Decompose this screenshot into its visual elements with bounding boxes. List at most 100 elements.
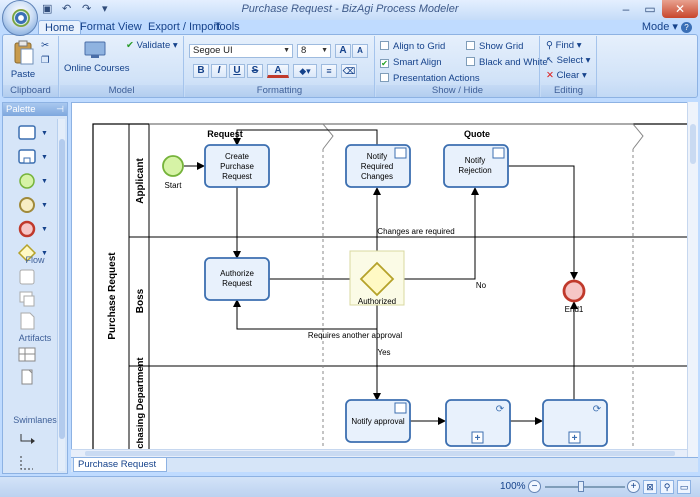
pin-icon[interactable]: ⊣ xyxy=(56,104,64,114)
message-flow-icon[interactable] xyxy=(17,289,37,309)
task-notify-rejection[interactable] xyxy=(443,144,509,188)
subprocess-1[interactable] xyxy=(445,399,511,447)
smart-align-checkbox[interactable]: ✔Smart Align xyxy=(380,57,442,68)
tab-tools[interactable]: Tools xyxy=(214,21,240,33)
tab-home[interactable]: Home xyxy=(38,20,82,35)
select-button[interactable]: ↖ Select ▾ xyxy=(546,55,591,66)
save-icon[interactable]: ▣ xyxy=(42,3,53,15)
lane-label-purchasing: Purchasing Department xyxy=(135,357,146,457)
scrollbar-thumb[interactable] xyxy=(690,124,696,164)
presentation-actions-checkbox[interactable]: Presentation Actions xyxy=(380,73,480,84)
paste-button[interactable]: Paste xyxy=(9,40,37,86)
online-courses-button[interactable]: Online Courses xyxy=(64,40,130,74)
zoom-tool-icon[interactable]: ⚲ xyxy=(660,480,674,494)
show-grid-checkbox[interactable]: Show Grid xyxy=(466,41,523,52)
start-event[interactable] xyxy=(162,155,184,177)
cut-icon[interactable]: ✂ xyxy=(41,40,49,51)
start-event-icon[interactable] xyxy=(17,171,37,191)
sheet-tab-purchase-request[interactable]: Purchase Request xyxy=(73,458,168,472)
zoom-out-icon[interactable]: − xyxy=(528,480,541,493)
task-shape-icon[interactable] xyxy=(17,123,37,143)
close-icon[interactable]: ✕ xyxy=(662,0,698,18)
flow-gateway-rejection[interactable] xyxy=(393,187,479,280)
task-create-purchase-request[interactable] xyxy=(204,144,270,188)
flow-changes-create[interactable] xyxy=(233,129,378,146)
find-button[interactable]: ⚲ Find ▾ xyxy=(546,40,582,51)
chevron-down-icon[interactable]: ▼ xyxy=(41,226,48,233)
strikethrough-button[interactable]: S xyxy=(247,64,263,78)
model-group: Online Courses ✔ Validate ▾ Model xyxy=(60,36,184,97)
chevron-down-icon[interactable]: ▼ xyxy=(41,130,48,137)
undo-icon[interactable]: ↶ xyxy=(62,3,72,15)
flow-rejection-end[interactable] xyxy=(507,165,578,280)
copy-icon[interactable]: ❐ xyxy=(41,55,50,66)
palette-scrollbar[interactable] xyxy=(57,119,65,471)
font-color-button[interactable]: A xyxy=(267,64,289,78)
underline-button[interactable]: U xyxy=(229,64,245,78)
canvas-horizontal-scrollbar[interactable] xyxy=(71,449,687,457)
end-event-icon[interactable] xyxy=(17,219,37,239)
font-size-select[interactable]: 8▼ xyxy=(297,44,331,58)
phase-label-quote: Quote xyxy=(464,129,490,139)
chevron-down-icon[interactable]: ▼ xyxy=(41,154,48,161)
expand-icon[interactable] xyxy=(568,431,581,444)
black-and-white-checkbox[interactable]: Black and White xyxy=(466,57,548,68)
diagram-canvas[interactable]: Purchase Request Applicant Boss Purchasi… xyxy=(71,102,698,457)
milestone-icon[interactable] xyxy=(17,453,37,473)
task-authorize-request[interactable] xyxy=(204,257,270,301)
zoom-slider-thumb[interactable] xyxy=(578,481,584,492)
italic-button[interactable]: I xyxy=(211,64,227,78)
gateway-authorized[interactable] xyxy=(359,261,395,297)
font-size-value: 8 xyxy=(301,45,307,56)
canvas-vertical-scrollbar[interactable] xyxy=(687,102,698,457)
user-task-icon xyxy=(394,402,407,414)
redo-icon[interactable]: ↷ xyxy=(82,3,92,15)
scrollbar-thumb[interactable] xyxy=(59,139,65,439)
fit-page-icon[interactable]: ⊠ xyxy=(643,480,657,494)
maximize-icon[interactable]: ▭ xyxy=(644,2,656,16)
subprocess-shape-icon[interactable] xyxy=(17,147,37,167)
align-to-grid-checkbox[interactable]: Align to Grid xyxy=(380,41,445,52)
text-annotation-icon[interactable] xyxy=(17,367,37,387)
tab-view[interactable]: View xyxy=(118,21,142,33)
data-object-icon[interactable] xyxy=(17,345,37,365)
palette-panel: Palette⊣ ▼ ▼ ▼ ▼ ▼ ▼ Flow Artifacts Swim… xyxy=(2,102,68,474)
task-notify-approval[interactable] xyxy=(345,399,411,443)
mode-menu[interactable]: Mode ▾ ? xyxy=(642,20,692,34)
association-icon[interactable] xyxy=(17,311,37,331)
zoom-in-icon[interactable]: + xyxy=(627,480,640,493)
fill-color-button[interactable]: ◆▾ xyxy=(293,64,317,78)
clear-button[interactable]: ✕ Clear ▾ xyxy=(546,70,587,81)
minimize-icon[interactable]: – xyxy=(622,2,630,16)
end-event[interactable] xyxy=(562,279,586,303)
scrollbar-thumb[interactable] xyxy=(85,451,675,456)
sequence-flow-icon[interactable] xyxy=(17,267,37,287)
chevron-down-icon[interactable]: ▼ xyxy=(41,250,48,257)
expand-icon[interactable] xyxy=(471,431,484,444)
presentation-icon[interactable]: ▭ xyxy=(677,480,691,494)
chevron-down-icon[interactable]: ▼ xyxy=(41,178,48,185)
lane-connector-icon[interactable] xyxy=(17,431,37,451)
chevron-down-icon[interactable]: ▼ xyxy=(41,202,48,209)
dropdown-icon[interactable]: ▾ xyxy=(102,3,108,15)
bold-button[interactable]: B xyxy=(193,64,209,78)
find-label: Find xyxy=(555,40,575,51)
help-icon[interactable]: ? xyxy=(681,22,692,33)
intermediate-event-icon[interactable] xyxy=(17,195,37,215)
font-family-select[interactable]: Segoe UI▼ xyxy=(189,44,293,58)
zoom-slider-track[interactable] xyxy=(545,486,625,488)
online-courses-label: Online Courses xyxy=(64,63,130,74)
tab-export-import[interactable]: Export / Import xyxy=(148,21,221,33)
subprocess-2[interactable] xyxy=(542,399,608,447)
gateway-icon[interactable] xyxy=(17,243,37,263)
task-notify-required-changes[interactable] xyxy=(345,144,411,188)
grow-font-button[interactable]: A xyxy=(335,44,351,58)
validate-button[interactable]: ✔ Validate ▾ xyxy=(126,40,178,51)
line-style-button[interactable]: ≡ xyxy=(321,64,337,78)
eraser-icon[interactable]: ⌫ xyxy=(341,64,357,78)
application-menu-button[interactable] xyxy=(2,0,38,36)
shrink-font-button[interactable]: A xyxy=(352,44,368,58)
tab-format[interactable]: Format xyxy=(80,21,115,33)
